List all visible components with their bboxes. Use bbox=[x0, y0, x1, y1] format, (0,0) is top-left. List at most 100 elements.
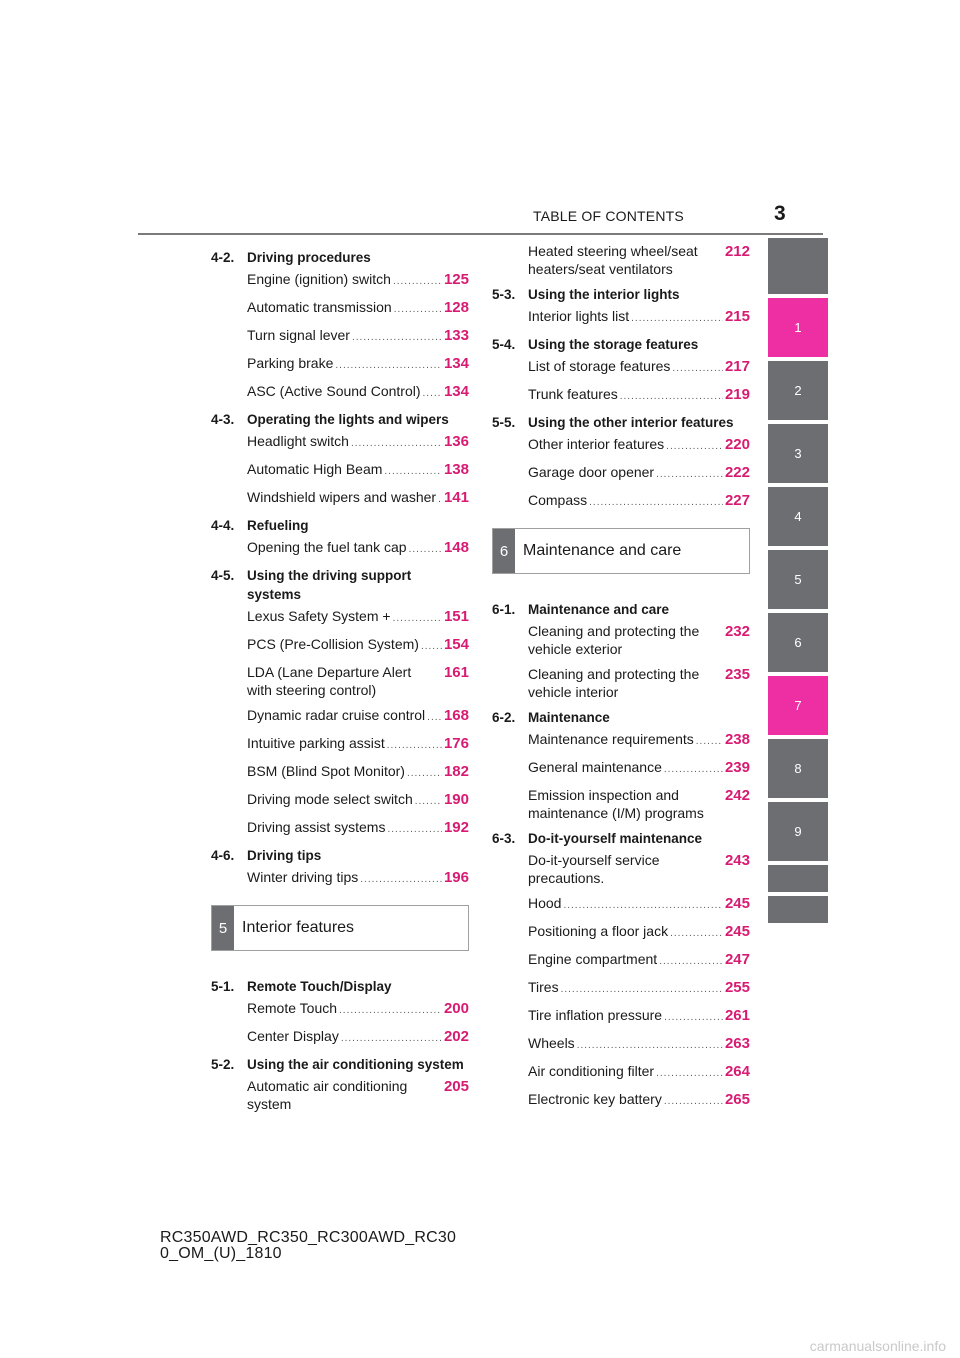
toc-page-link[interactable]: 190 bbox=[443, 791, 469, 808]
toc-page-link[interactable]: 261 bbox=[724, 1007, 750, 1024]
toc-page-link[interactable]: 141 bbox=[443, 489, 469, 506]
chapter-tab[interactable]: 8 bbox=[768, 739, 828, 798]
toc-entry[interactable]: Cleaning and protecting the vehicle exte… bbox=[528, 622, 750, 658]
toc-page-link[interactable]: 134 bbox=[443, 355, 469, 372]
toc-section-heading[interactable]: 6-1.Maintenance and care bbox=[492, 600, 750, 619]
toc-entry[interactable]: Automatic air conditioning system.......… bbox=[247, 1077, 469, 1113]
chapter-heading-5[interactable]: 5 Interior features bbox=[211, 905, 469, 951]
toc-section-heading[interactable]: 4-6.Driving tips bbox=[211, 846, 469, 865]
toc-page-link[interactable]: 128 bbox=[443, 299, 469, 316]
toc-entry[interactable]: Engine compartment......................… bbox=[528, 950, 750, 971]
toc-entry[interactable]: Center Display..........................… bbox=[247, 1027, 469, 1048]
toc-page-link[interactable]: 151 bbox=[443, 608, 469, 625]
toc-entry[interactable]: Emission inspection and maintenance (I/M… bbox=[528, 786, 750, 822]
toc-entry[interactable]: Tires...................................… bbox=[528, 978, 750, 999]
toc-page-link[interactable]: 202 bbox=[443, 1028, 469, 1045]
toc-page-link[interactable]: 220 bbox=[724, 436, 750, 453]
toc-page-link[interactable]: 217 bbox=[724, 358, 750, 375]
toc-entry[interactable]: Driving mode select switch..............… bbox=[247, 790, 469, 811]
toc-section-heading[interactable]: 5-5.Using the other interior features bbox=[492, 413, 750, 432]
toc-entry[interactable]: Dynamic radar cruise control............… bbox=[247, 706, 469, 727]
toc-section-heading[interactable]: 6-3.Do-it-yourself maintenance bbox=[492, 829, 750, 848]
toc-page-link[interactable]: 176 bbox=[443, 735, 469, 752]
toc-section-heading[interactable]: 5-4.Using the storage features bbox=[492, 335, 750, 354]
toc-page-link[interactable]: 238 bbox=[724, 731, 750, 748]
toc-page-link[interactable]: 134 bbox=[443, 383, 469, 400]
toc-page-link[interactable]: 168 bbox=[443, 707, 469, 724]
toc-entry[interactable]: Headlight switch........................… bbox=[247, 432, 469, 453]
toc-page-link[interactable]: 125 bbox=[443, 271, 469, 288]
toc-page-link[interactable]: 192 bbox=[443, 819, 469, 836]
toc-entry[interactable]: Parking brake...........................… bbox=[247, 354, 469, 375]
chapter-tab[interactable] bbox=[768, 896, 828, 923]
toc-page-link[interactable]: 227 bbox=[724, 492, 750, 509]
toc-entry[interactable]: Trunk features..........................… bbox=[528, 385, 750, 406]
toc-section-heading[interactable]: 4-4.Refueling bbox=[211, 516, 469, 535]
chapter-tab[interactable] bbox=[768, 865, 828, 892]
toc-section-heading[interactable]: 6-2.Maintenance bbox=[492, 708, 750, 727]
toc-page-link[interactable]: 161 bbox=[443, 664, 469, 681]
chapter-tab[interactable]: 4 bbox=[768, 487, 828, 546]
chapter-tab[interactable]: 1 bbox=[768, 298, 828, 357]
toc-page-link[interactable]: 205 bbox=[443, 1078, 469, 1095]
toc-entry[interactable]: Remote Touch............................… bbox=[247, 999, 469, 1020]
toc-page-link[interactable]: 222 bbox=[724, 464, 750, 481]
toc-entry[interactable]: Windshield wipers and washer............… bbox=[247, 488, 469, 509]
toc-entry[interactable]: Driving assist systems..................… bbox=[247, 818, 469, 839]
toc-entry[interactable]: Heated steering wheel/seat heaters/seat … bbox=[528, 242, 750, 278]
toc-page-link[interactable]: 154 bbox=[443, 636, 469, 653]
toc-entry[interactable]: Hood....................................… bbox=[528, 894, 750, 915]
toc-page-link[interactable]: 215 bbox=[724, 308, 750, 325]
toc-page-link[interactable]: 243 bbox=[724, 852, 750, 869]
chapter-tab[interactable]: 6 bbox=[768, 613, 828, 672]
toc-page-link[interactable]: 245 bbox=[724, 895, 750, 912]
toc-entry[interactable]: Air conditioning filter.................… bbox=[528, 1062, 750, 1083]
toc-page-link[interactable]: 265 bbox=[724, 1091, 750, 1108]
toc-page-link[interactable]: 239 bbox=[724, 759, 750, 776]
toc-entry[interactable]: Maintenance requirements................… bbox=[528, 730, 750, 751]
toc-entry[interactable]: Opening the fuel tank cap...............… bbox=[247, 538, 469, 559]
toc-page-link[interactable]: 182 bbox=[443, 763, 469, 780]
toc-entry[interactable]: BSM (Blind Spot Monitor)................… bbox=[247, 762, 469, 783]
toc-section-heading[interactable]: 5-3.Using the interior lights bbox=[492, 285, 750, 304]
toc-page-link[interactable]: 196 bbox=[443, 869, 469, 886]
chapter-tab[interactable]: 2 bbox=[768, 361, 828, 420]
toc-entry[interactable]: Winter driving tips.....................… bbox=[247, 868, 469, 889]
toc-entry[interactable]: Garage door opener......................… bbox=[528, 463, 750, 484]
toc-page-link[interactable]: 245 bbox=[724, 923, 750, 940]
toc-page-link[interactable]: 138 bbox=[443, 461, 469, 478]
toc-entry[interactable]: Electronic key battery..................… bbox=[528, 1090, 750, 1111]
toc-page-link[interactable]: 232 bbox=[724, 623, 750, 640]
chapter-tab[interactable]: 9 bbox=[768, 802, 828, 861]
chapter-tab[interactable]: 5 bbox=[768, 550, 828, 609]
chapter-tab[interactable]: 3 bbox=[768, 424, 828, 483]
toc-page-link[interactable]: 247 bbox=[724, 951, 750, 968]
toc-page-link[interactable]: 200 bbox=[443, 1000, 469, 1017]
toc-entry[interactable]: Interior lights list....................… bbox=[528, 307, 750, 328]
toc-page-link[interactable]: 148 bbox=[443, 539, 469, 556]
toc-entry[interactable]: General maintenance.....................… bbox=[528, 758, 750, 779]
toc-section-heading[interactable]: 4-2.Driving procedures bbox=[211, 248, 469, 267]
toc-entry[interactable]: List of storage features................… bbox=[528, 357, 750, 378]
toc-entry[interactable]: Cleaning and protecting the vehicle inte… bbox=[528, 665, 750, 701]
toc-entry[interactable]: Engine (ignition) switch................… bbox=[247, 270, 469, 291]
toc-entry[interactable]: LDA (Lane Departure Alert with steering … bbox=[247, 663, 469, 699]
toc-entry[interactable]: Positioning a floor jack................… bbox=[528, 922, 750, 943]
toc-entry[interactable]: Wheels..................................… bbox=[528, 1034, 750, 1055]
toc-page-link[interactable]: 235 bbox=[724, 666, 750, 683]
toc-entry[interactable]: Tire inflation pressure.................… bbox=[528, 1006, 750, 1027]
chapter-tab[interactable] bbox=[768, 238, 828, 294]
toc-entry[interactable]: Intuitive parking assist................… bbox=[247, 734, 469, 755]
toc-section-heading[interactable]: 5-1.Remote Touch/Display bbox=[211, 977, 469, 996]
toc-entry[interactable]: ASC (Active Sound Control)..............… bbox=[247, 382, 469, 403]
chapter-tab[interactable]: 7 bbox=[768, 676, 828, 735]
toc-entry[interactable]: Do-it-yourself service precautions......… bbox=[528, 851, 750, 887]
toc-page-link[interactable]: 133 bbox=[443, 327, 469, 344]
toc-page-link[interactable]: 136 bbox=[443, 433, 469, 450]
toc-page-link[interactable]: 212 bbox=[724, 243, 750, 260]
chapter-heading-6[interactable]: 6 Maintenance and care bbox=[492, 528, 750, 574]
toc-page-link[interactable]: 263 bbox=[724, 1035, 750, 1052]
toc-page-link[interactable]: 255 bbox=[724, 979, 750, 996]
toc-entry[interactable]: Turn signal lever.......................… bbox=[247, 326, 469, 347]
toc-page-link[interactable]: 242 bbox=[724, 787, 750, 804]
